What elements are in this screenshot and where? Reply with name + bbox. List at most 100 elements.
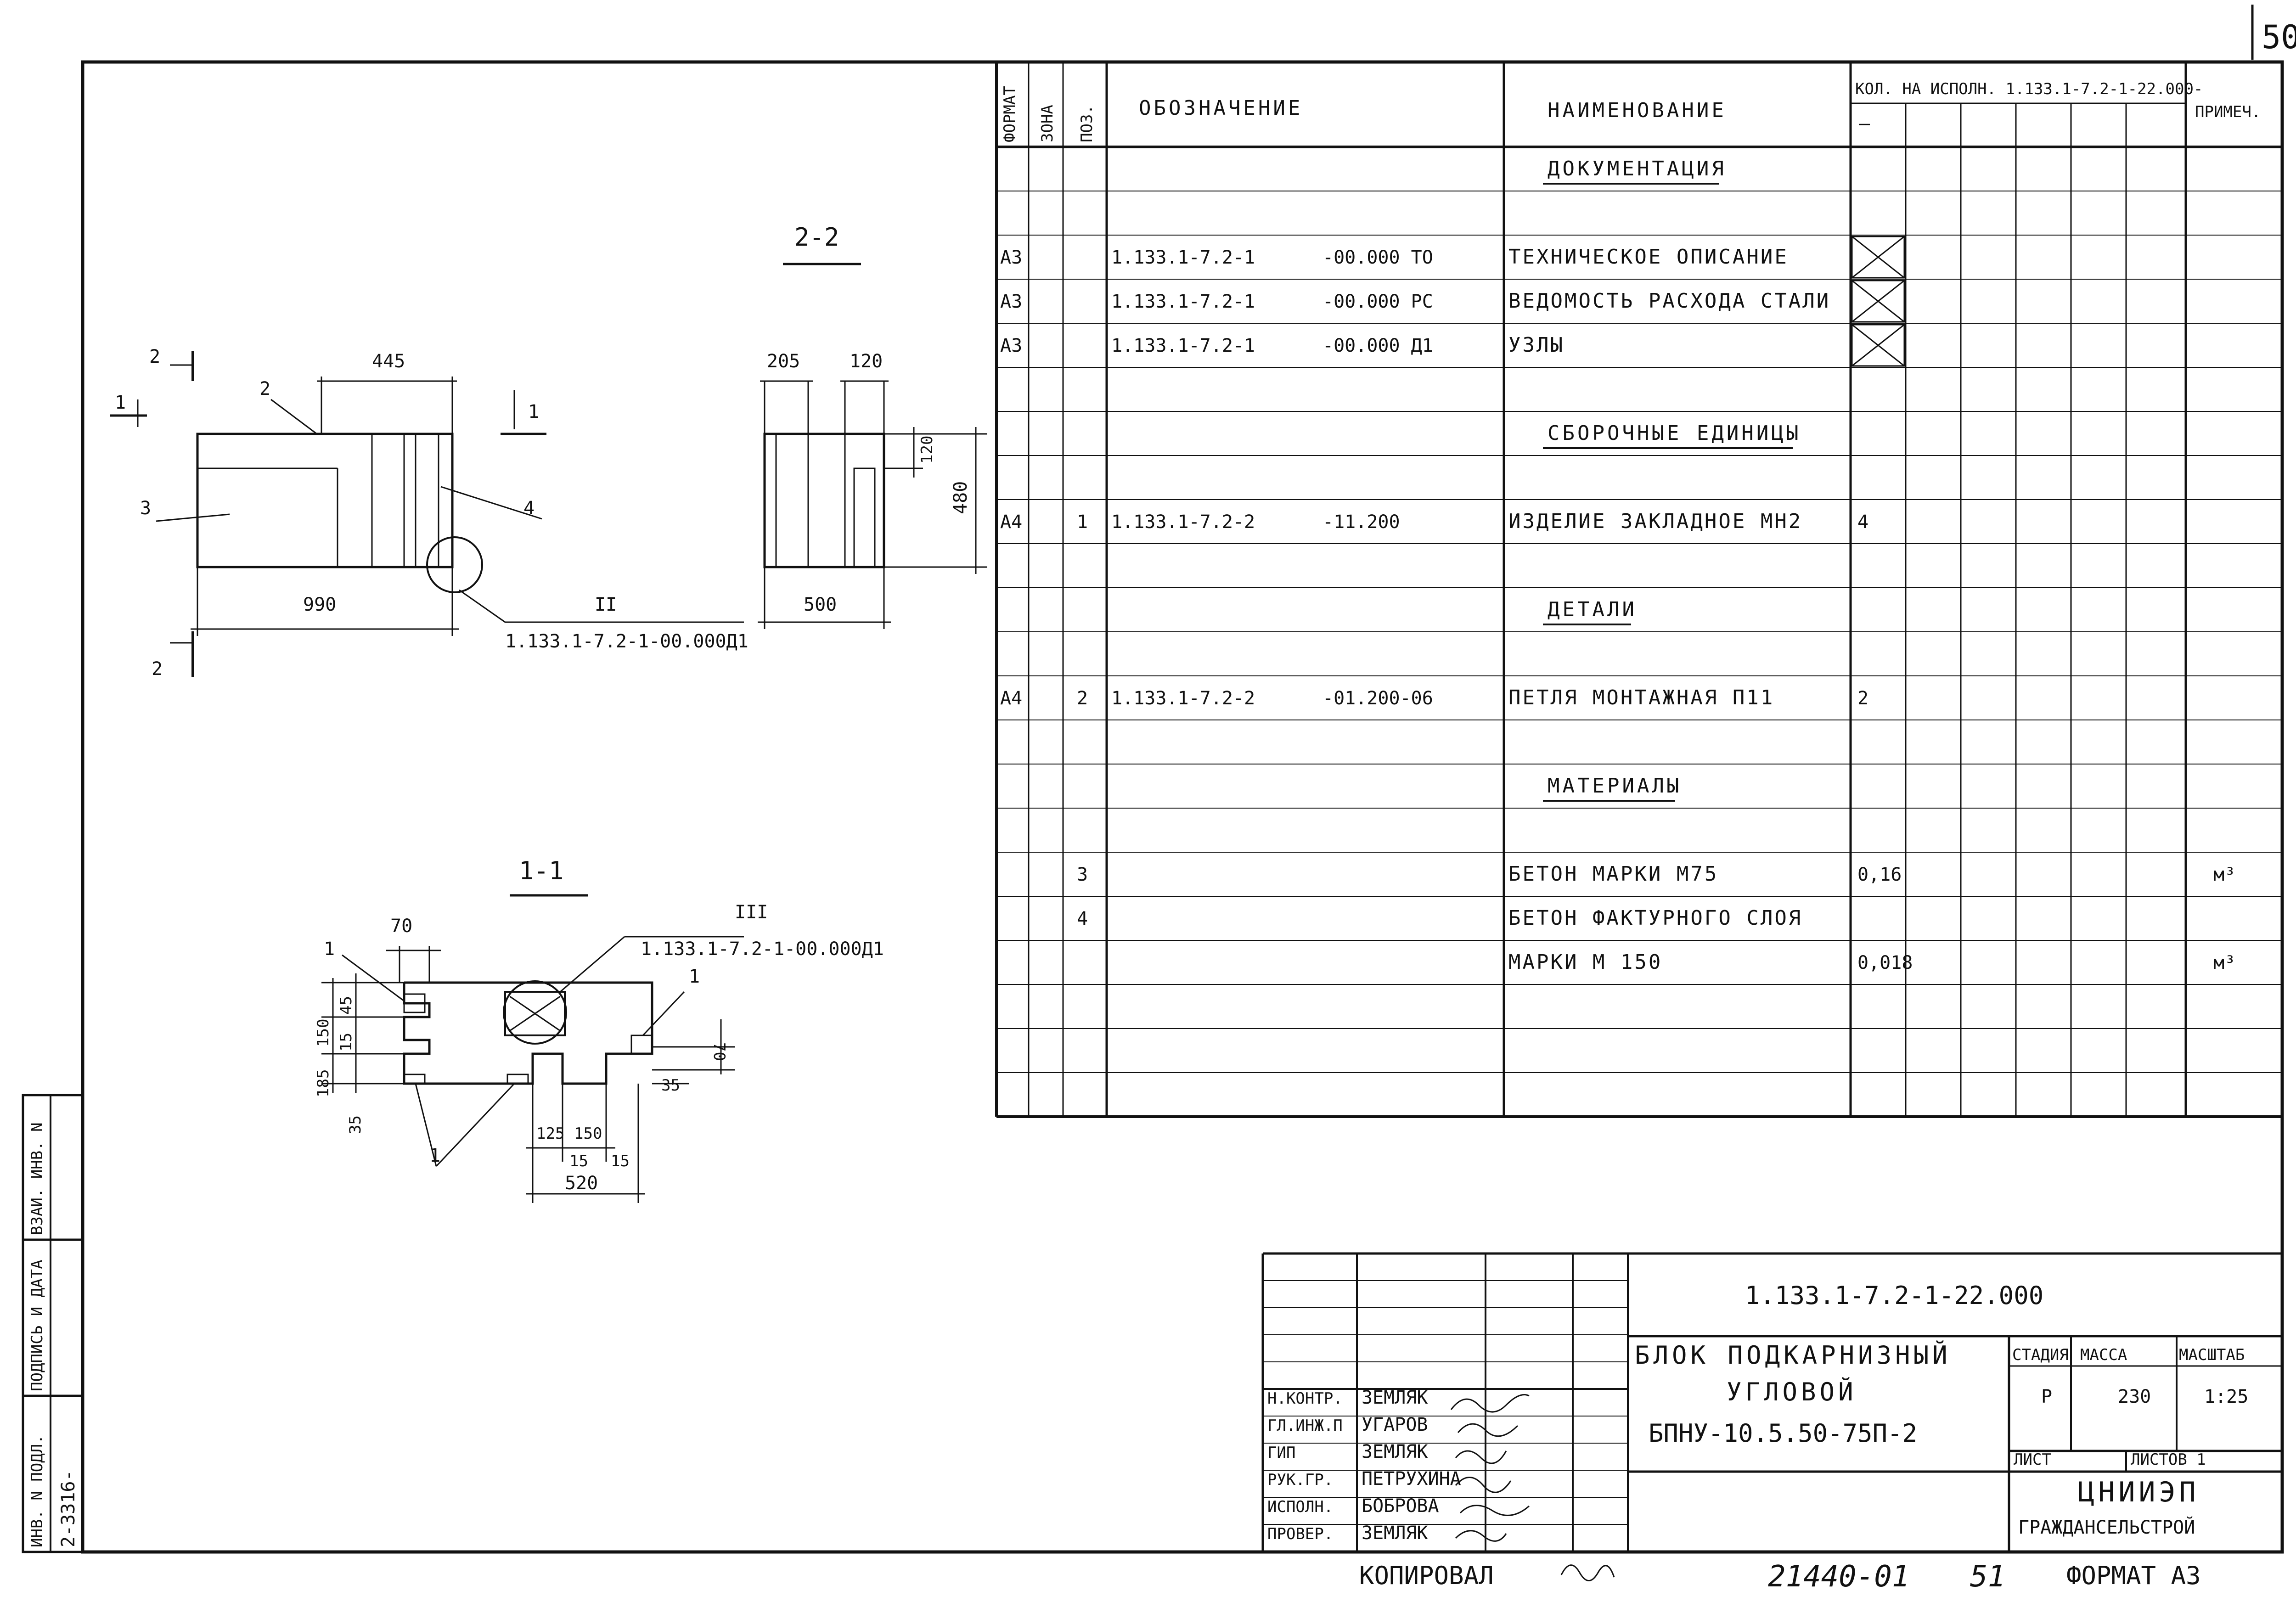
row-format: А3 — [1000, 291, 1022, 312]
format-label: ФОРМАТ А3 — [2066, 1561, 2201, 1590]
header-name: НАИМЕНОВАНИЕ — [1548, 99, 1727, 122]
row-designation: 1.133.1-7.2-1 — [1111, 335, 1255, 356]
dim-125: 125 — [536, 1124, 564, 1143]
staff-name: ЗЕМЛЯК — [1362, 1387, 1428, 1408]
plan-label-3: 3 — [140, 498, 151, 519]
staff-role: ГЛ.ИНЖ.П — [1267, 1417, 1343, 1435]
row-name: БЕТОН ФАКТУРНОГО СЛОЯ — [1508, 906, 1802, 930]
dim-35-right: 35 — [661, 1076, 680, 1095]
staff-name: ЗЕМЛЯК — [1362, 1441, 1428, 1462]
row-code: -11.200 — [1322, 512, 1400, 533]
dim-480: 480 — [950, 481, 971, 514]
cut-label-1-right: 1 — [528, 401, 539, 422]
dim-70-right: 70 — [710, 1042, 728, 1061]
sign-label: ПОДПИСЬ И ДАТА — [28, 1259, 46, 1391]
header-designation: ОБОЗНАЧЕНИЕ — [1139, 96, 1303, 120]
title-line-3: БПНУ-10.5.50-75П-2 — [1649, 1419, 1917, 1448]
dim-185: 185 — [314, 1069, 332, 1097]
section-1-1: 1-1 III 1.133.1-7.2-1-00.000Д1 70 45 150… — [314, 856, 884, 1203]
staff-name: БОБРОВА — [1362, 1495, 1439, 1517]
title-line-2: УГЛОВОЙ — [1727, 1377, 1857, 1406]
org-name-2: ГРАЖДАНСЕЛЬСТРОЙ — [2018, 1516, 2195, 1538]
dim-150-left: 150 — [314, 1019, 332, 1047]
row-qty: 0,16 — [1857, 864, 1902, 885]
node-ref-2: II — [595, 594, 617, 615]
row-name: БЕТОН МАРКИ М75 — [1508, 862, 1718, 886]
dim-445: 445 — [372, 351, 405, 372]
row-pos: 2 — [1077, 688, 1088, 709]
org-name-1: ЦНИИЭП — [2078, 1476, 2200, 1508]
row-section-title: МАТЕРИАЛЫ — [1548, 774, 1682, 798]
row-format: А4 — [1000, 688, 1022, 709]
staff-role: РУК.ГР. — [1267, 1471, 1333, 1489]
staff-role: ГИП — [1267, 1444, 1295, 1462]
row-name: УЗЛЫ — [1508, 333, 1564, 357]
archive-sheet: 51 — [1970, 1560, 2005, 1594]
cut-label-2-bottom: 2 — [152, 658, 163, 680]
row-code: -00.000 ТО — [1322, 247, 1433, 268]
title-staff-rows: Н.КОНТР. ЗЕМЛЯК ГЛ.ИНЖ.П УГАРОВ ГИП ЗЕМЛЯК РУК… — [1267, 1387, 1461, 1544]
staff-role: Н.КОНТР. — [1267, 1389, 1343, 1408]
row-name: ИЗДЕЛИЕ ЗАКЛАДНОЕ МН2 — [1508, 510, 1802, 533]
staff-name: УГАРОВ — [1362, 1414, 1428, 1435]
mass-value: 230 — [2118, 1386, 2151, 1407]
header-note: ПРИМЕЧ. — [2195, 103, 2261, 121]
title-block-grid — [1261, 1252, 2282, 1552]
plan-label-2: 2 — [259, 378, 270, 399]
dim-70-top: 70 — [390, 916, 412, 937]
row-pos: 1 — [1077, 512, 1088, 533]
cut-label-1-left: 1 — [115, 392, 126, 413]
header-zone: ЗОНА — [1038, 105, 1057, 142]
header-format: ФОРМАТ — [1001, 86, 1019, 142]
cross-line — [1851, 236, 1905, 279]
cut-label-2-top: 2 — [149, 346, 160, 367]
row-qty: 0,018 — [1857, 952, 1913, 973]
left-margin-stamp: ИНВ. N ПОДЛ. 2-3316- ПОДПИСЬ И ДАТА ВЗАИ… — [22, 1094, 84, 1553]
row-format: А3 — [1000, 247, 1022, 268]
node-ref-3: III — [735, 902, 768, 923]
row-designation: 1.133.1-7.2-2 — [1111, 512, 1255, 533]
replace-label: ВЗАИ. ИНВ. N — [28, 1122, 46, 1235]
cross-line — [1851, 324, 1905, 367]
doc-code: 1.133.1-7.2-1-22.000 — [1745, 1281, 2043, 1310]
copied-signature — [1560, 1564, 1615, 1581]
header-qty: КОЛ. НА ИСПОЛН. 1.133.1-7.2-1-22.000- — [1855, 80, 2203, 98]
row-designation: 1.133.1-7.2-1 — [1111, 291, 1255, 312]
archive-number: 21440-01 — [1768, 1560, 1909, 1594]
cross-line — [1851, 280, 1905, 323]
row-format: А3 — [1000, 335, 1022, 356]
cross-cell — [1851, 324, 1905, 367]
spec-table-grid — [995, 62, 2284, 1118]
stage-value: Р — [2041, 1386, 2052, 1407]
row-section-title: СБОРОЧНЫЕ ЕДИНИЦЫ — [1548, 422, 1801, 445]
title-block: 1.133.1-7.2-1-22.000 БЛОК ПОДКАРНИЗНЫЙ У… — [1635, 1281, 2248, 1538]
row-note: м³ — [2213, 952, 2235, 973]
page-number: 50 — [2262, 18, 2296, 56]
staff-role: ПРОВЕР. — [1267, 1525, 1333, 1543]
header-pos: ПОЗ. — [1078, 105, 1096, 142]
row-designation: 1.133.1-7.2-2 — [1111, 688, 1255, 709]
staff-name: ПЕТРУХИНА — [1362, 1468, 1461, 1490]
dim-990: 990 — [303, 594, 336, 615]
section-2-2: 2-2 205 120 120 480 500 — [758, 223, 987, 629]
drawing-frame — [81, 60, 2284, 1554]
scale-label: МАСШТАБ — [2179, 1346, 2245, 1364]
row-pos: 3 — [1077, 864, 1088, 885]
dim-45: 45 — [337, 996, 355, 1015]
inv-label: ИНВ. N ПОДЛ. — [28, 1434, 46, 1547]
row-designation: 1.133.1-7.2-1 — [1111, 247, 1255, 268]
row-name: МАРКИ М 150 — [1508, 950, 1662, 974]
plan-label-4: 4 — [523, 498, 535, 519]
row-name: ТЕХНИЧЕСКОЕ ОПИСАНИЕ — [1508, 245, 1789, 269]
title-line-1: БЛОК ПОДКАРНИЗНЫЙ — [1635, 1341, 1951, 1370]
dim-15-left: 15 — [337, 1033, 355, 1051]
mass-label: МАССА — [2080, 1346, 2127, 1364]
signatures — [1450, 1394, 1530, 1542]
spec-table-header: ФОРМАТ ЗОНА ПОЗ. ОБОЗНАЧЕНИЕ НАИМЕНОВАНИ… — [1001, 80, 2261, 142]
inv-value: 2-3316- — [58, 1470, 79, 1547]
sec11-label-1-right: 1 — [689, 966, 700, 987]
sec11-label-1-bottom: 1 — [429, 1145, 440, 1166]
cross-cell — [1851, 280, 1905, 323]
